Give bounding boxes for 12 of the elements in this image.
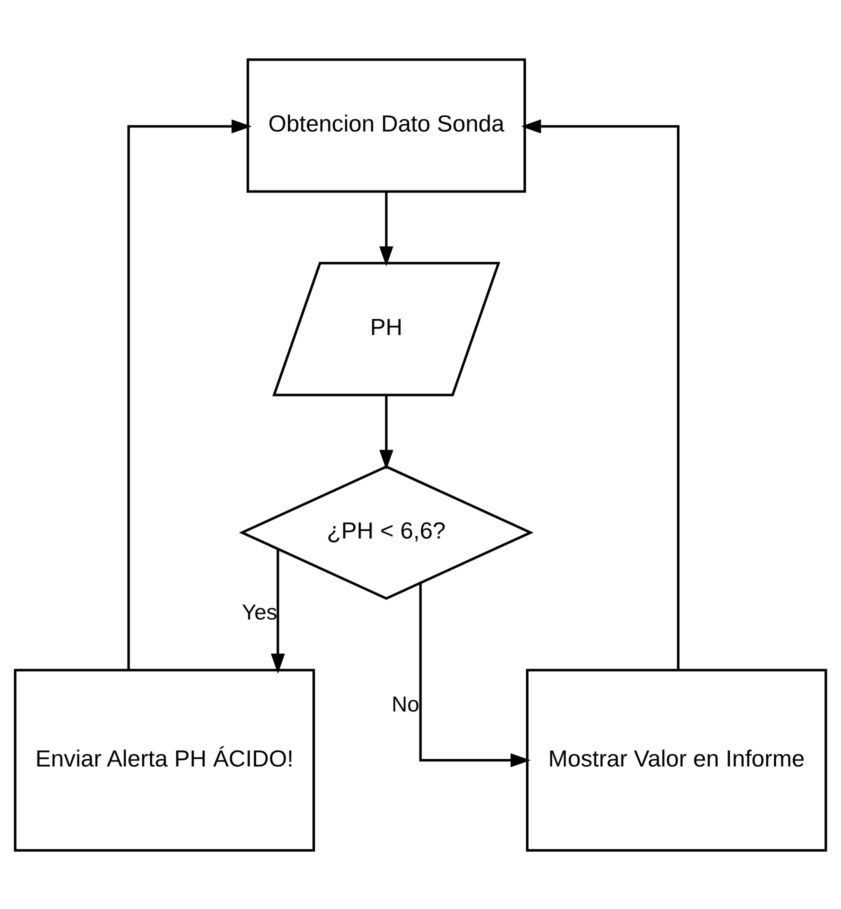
- arrow: [379, 394, 394, 470]
- edge-label: No: [392, 690, 420, 716]
- edge-label: Yes: [242, 599, 278, 624]
- node-diamond: ¿PH < 6,6?: [239, 464, 534, 600]
- node-box: Obtencion Dato Sonda: [246, 58, 526, 192]
- arrow: [379, 191, 394, 266]
- node-box: Enviar Alerta PH ÁCIDO!: [14, 668, 315, 852]
- node-box: Mostrar Valor en Informe: [526, 668, 828, 852]
- arrow: [270, 549, 285, 674]
- arrow: [520, 118, 680, 670]
- arrow: [127, 118, 252, 670]
- arrow: [419, 582, 531, 767]
